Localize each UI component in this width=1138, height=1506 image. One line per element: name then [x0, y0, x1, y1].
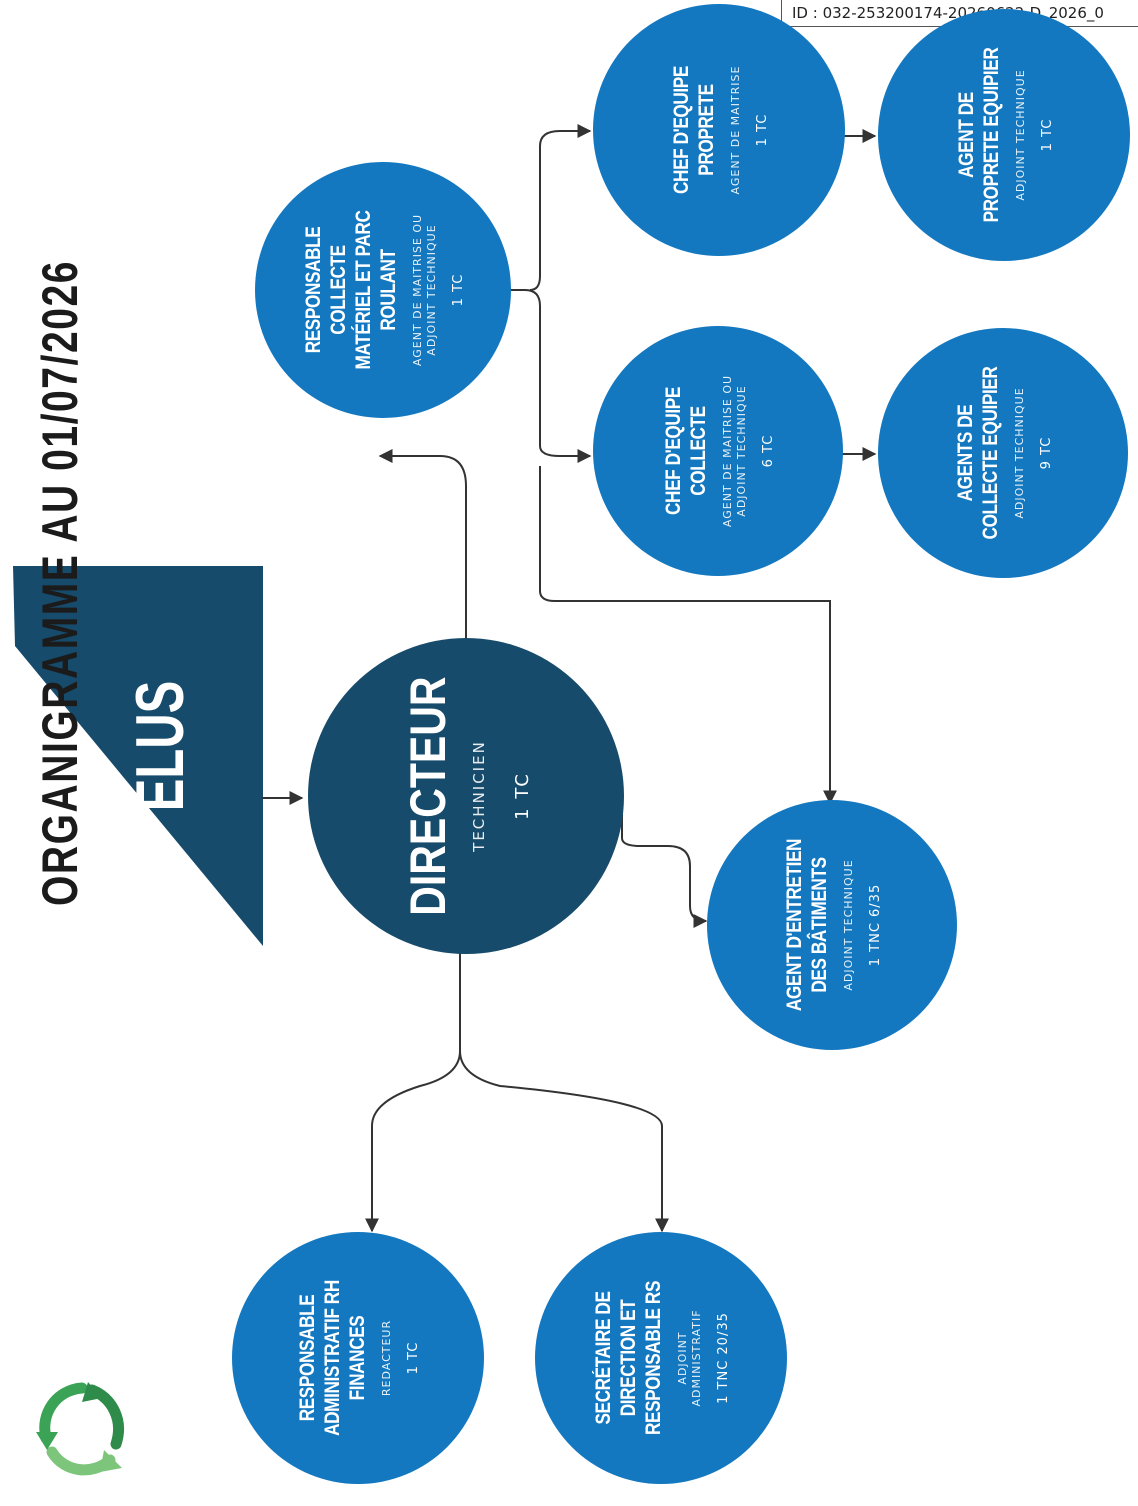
node-agent-entretien-batiments-grade: ADJOINT TECHNIQUE [841, 859, 855, 991]
elus-label: ÉLUS [122, 680, 198, 812]
node-directeur-qty: 1 TC [511, 772, 533, 820]
node-responsable-collecte-qty: 1 TC [450, 273, 466, 307]
node-agents-collecte-title: AGENTS DE COLLECTE EQUIPIER [953, 366, 1002, 540]
node-agent-entretien-batiments-qty: 1 TNC 6/35 [867, 883, 883, 967]
elus-triangle [13, 566, 263, 946]
node-responsable-administratif-title: RESPONSABLE ADMINISTRATIF RH FINANCES [296, 1280, 369, 1436]
recycle-logo-icon [36, 1382, 124, 1476]
node-agent-proprete-qty: 1 TC [1039, 118, 1055, 152]
node-responsable-collecte-title: RESPONSABLE COLLECTE MATÉRIEL ET PARC RO… [301, 210, 400, 370]
node-responsable-administratif-grade: REDACTEUR [380, 1319, 393, 1397]
node-secretaire-direction: SECRÉTAIRE DE DIRECTION ET RESPONSABLE R… [535, 1232, 787, 1484]
node-responsable-collecte: RESPONSABLE COLLECTE MATÉRIEL ET PARC RO… [255, 162, 511, 418]
node-agent-proprete-title: AGENT DE PROPRETE EQUIPIER [954, 47, 1003, 223]
node-agents-collecte-qty: 9 TC [1038, 436, 1054, 470]
node-secretaire-direction-grade: ADJOINT ADMINISTRATIF [676, 1309, 703, 1407]
node-secretaire-direction-qty: 1 TNC 20/35 [716, 1312, 731, 1404]
node-directeur: DIRECTEUR TECHNICIEN 1 TC [308, 638, 624, 954]
node-responsable-administratif: RESPONSABLE ADMINISTRATIF RH FINANCES RE… [232, 1232, 484, 1484]
node-directeur-grade: TECHNICIEN [469, 740, 488, 852]
node-chef-equipe-proprete: CHEF D'EQUIPE PROPRETE AGENT DE MAITRISE… [593, 4, 845, 256]
node-chef-equipe-proprete-grade: AGENT DE MAITRISE [728, 65, 742, 195]
node-chef-equipe-collecte-title: CHEF D'EQUIPE COLLECTE [661, 387, 710, 515]
node-agent-proprete: AGENT DE PROPRETE EQUIPIER ADJOINT TECHN… [878, 9, 1130, 261]
node-chef-equipe-proprete-qty: 1 TC [754, 113, 770, 147]
node-agent-proprete-grade: ADJOINT TECHNIQUE [1013, 69, 1027, 201]
node-responsable-collecte-grade: AGENT DE MAITRISE OU ADJOINT TECHNIQUE [410, 213, 438, 367]
node-agents-collecte-grade: ADJOINT TECHNIQUE [1012, 387, 1026, 519]
node-secretaire-direction-title: SECRÉTAIRE DE DIRECTION ET RESPONSABLE R… [592, 1280, 665, 1436]
node-chef-equipe-collecte: CHEF D'EQUIPE COLLECTE AGENT DE MAITRISE… [593, 326, 843, 576]
node-agents-collecte: AGENTS DE COLLECTE EQUIPIER ADJOINT TECH… [878, 328, 1128, 578]
page-title: ORGANIGRAMME AU 01/07/2026 [32, 260, 88, 906]
node-chef-equipe-collecte-grade: AGENT DE MAITRISE OU ADJOINT TECHNIQUE [720, 374, 748, 528]
node-chef-equipe-proprete-title: CHEF D'EQUIPE PROPRETE [669, 66, 718, 194]
node-directeur-title: DIRECTEUR [399, 676, 456, 916]
node-agent-entretien-batiments: AGENT D'ENTRETIEN DES BÂTIMENTS ADJOINT … [707, 800, 957, 1050]
node-chef-equipe-collecte-qty: 6 TC [760, 434, 776, 468]
node-agent-entretien-batiments-title: AGENT D'ENTRETIEN DES BÂTIMENTS [782, 838, 831, 1012]
node-responsable-administratif-qty: 1 TC [406, 1341, 421, 1375]
